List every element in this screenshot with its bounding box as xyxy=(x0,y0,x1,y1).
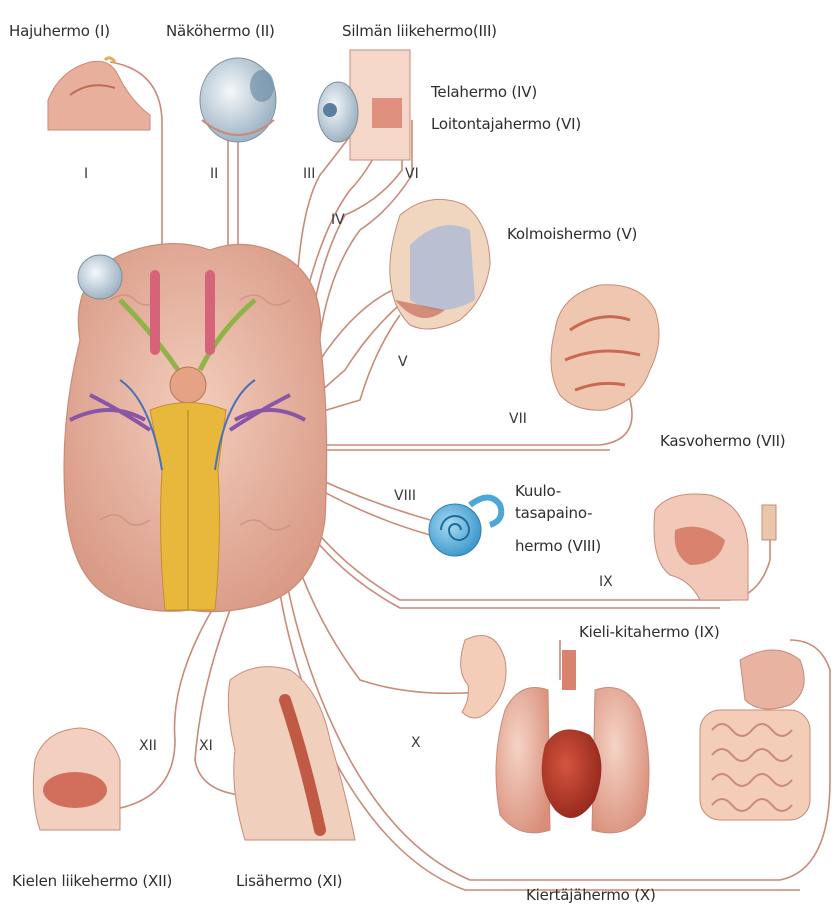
head-illustration xyxy=(551,285,659,411)
small-eye-illustration xyxy=(78,255,122,299)
outer-ear-illustration xyxy=(461,636,506,719)
numeral-vii: VII xyxy=(509,411,527,427)
numeral-ii: II xyxy=(210,166,218,182)
lungs-heart-illustration xyxy=(496,650,649,833)
inner-ear-illustration xyxy=(429,498,501,557)
eye-illustration xyxy=(200,58,276,142)
label-kasvohermo: Kasvohermo (VII) xyxy=(660,432,785,451)
label-loitontajahermo: Loitontajahermo (VI) xyxy=(431,115,581,134)
face-illustration xyxy=(390,199,490,329)
label-telahermo: Telahermo (IV) xyxy=(431,83,537,102)
numeral-v: V xyxy=(398,354,408,370)
numeral-x: X xyxy=(411,735,421,751)
label-kuulo-line1: Kuulo- xyxy=(515,482,561,501)
tongue-illustration xyxy=(33,728,120,830)
label-lisahermo: Lisähermo (XI) xyxy=(236,872,342,891)
numeral-vi: VI xyxy=(405,166,419,182)
label-nakohermo: Näköhermo (II) xyxy=(166,22,275,41)
label-kuulo-line3: hermo (VIII) xyxy=(515,537,601,556)
numeral-xii: XII xyxy=(139,738,157,754)
eye-muscles-illustration xyxy=(318,50,410,160)
neck-illustration xyxy=(228,667,355,840)
nose-illustration xyxy=(48,58,150,130)
numeral-iii: III xyxy=(303,166,315,182)
label-kieli-kitahermo: Kieli-kitahermo (IX) xyxy=(579,623,720,642)
label-hajuhermo: Hajuhermo (I) xyxy=(9,22,110,41)
numeral-ix: IX xyxy=(599,574,613,590)
label-kolmoishermo: Kolmoishermo (V) xyxy=(507,225,637,244)
intestines-illustration xyxy=(700,650,810,820)
label-kiertajahermo: Kiertäjähermo (X) xyxy=(526,886,656,905)
numeral-viii: VIII xyxy=(394,488,416,504)
numeral-xi: XI xyxy=(199,738,213,754)
numeral-iv: IV xyxy=(331,212,345,228)
numeral-i: I xyxy=(84,166,88,182)
label-kuulo-line2: tasapaino- xyxy=(515,504,592,523)
label-kielen-liikehermo: Kielen liikehermo (XII) xyxy=(12,872,172,891)
label-silman-liikehermo: Silmän liikehermo(III) xyxy=(342,22,497,41)
